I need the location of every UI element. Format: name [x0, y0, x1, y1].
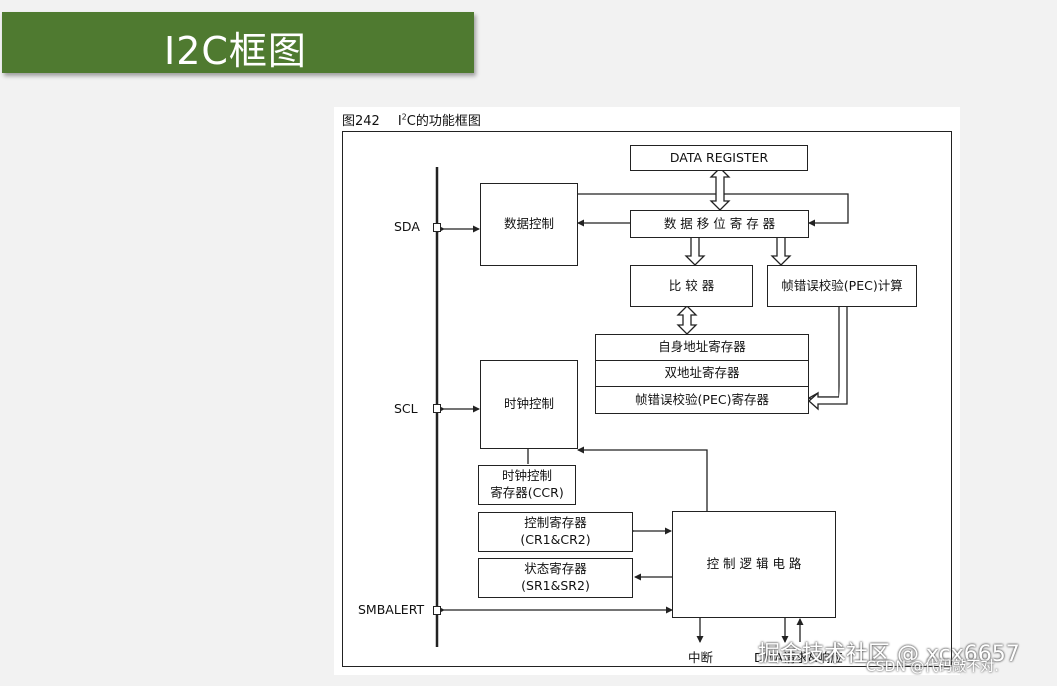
- scl-pin: [433, 404, 441, 413]
- cr-line2: (CR1&CR2): [520, 532, 591, 547]
- ccr-line2: 寄存器(CCR): [490, 485, 564, 500]
- slide-title: I2C框图: [164, 29, 307, 73]
- ccr-line1: 时钟控制: [501, 468, 552, 484]
- status-register-block: 状态寄存器 (SR1&SR2): [478, 558, 633, 598]
- scl-label: SCL: [394, 401, 418, 416]
- sda-label: SDA: [394, 219, 420, 234]
- pec-calc-block: 帧错误校验(PEC)计算: [767, 265, 917, 307]
- sda-pin: [433, 223, 441, 232]
- sr-line1: 状态寄存器: [524, 561, 587, 577]
- caption-prefix: I: [397, 114, 402, 129]
- control-logic-block: 控 制 逻 辑 电 路: [672, 511, 836, 618]
- control-register-block: 控制寄存器 (CR1&CR2): [478, 512, 633, 552]
- diagram-frame: [342, 131, 952, 667]
- data-control-block: 数据控制: [480, 183, 578, 266]
- dma-label: DMA请求&响应: [754, 650, 843, 665]
- sr-line2: (SR1&SR2): [521, 578, 590, 593]
- csdn-watermark: CSDN @代码敲不对.: [866, 659, 999, 675]
- ccr-register-block: 时钟控制 寄存器(CCR): [478, 465, 576, 505]
- title-banner: I2C框图: [2, 12, 474, 73]
- caption-sup: 2: [401, 112, 407, 122]
- interrupt-label: 中断: [688, 650, 714, 665]
- shift-register-block: 数 据 移 位 寄 存 器: [630, 210, 809, 238]
- comparator-block: 比 较 器: [630, 265, 753, 307]
- smbalert-pin: [433, 606, 441, 615]
- pec-register: 帧错误校验(PEC)寄存器: [595, 386, 809, 414]
- cr-line1: 控制寄存器: [524, 515, 587, 531]
- smbalert-label: SMBALERT: [358, 602, 425, 617]
- caption-rest: C的功能框图: [406, 114, 481, 129]
- own-address-register: 自身地址寄存器: [595, 334, 809, 361]
- diagram-wires: [435, 167, 849, 647]
- data-register-block: DATA REGISTER: [630, 145, 808, 171]
- juejin-watermark: 掘金技术社区 @ xcx6657: [758, 642, 1020, 667]
- i2c-block-diagram: 图242 I2C的功能框图: [334, 107, 960, 675]
- figure-number: 图242: [342, 114, 380, 129]
- figure-caption: 图242 I2C的功能框图: [342, 110, 481, 129]
- dual-address-register: 双地址寄存器: [595, 360, 809, 387]
- clock-control-block: 时钟控制: [480, 360, 578, 449]
